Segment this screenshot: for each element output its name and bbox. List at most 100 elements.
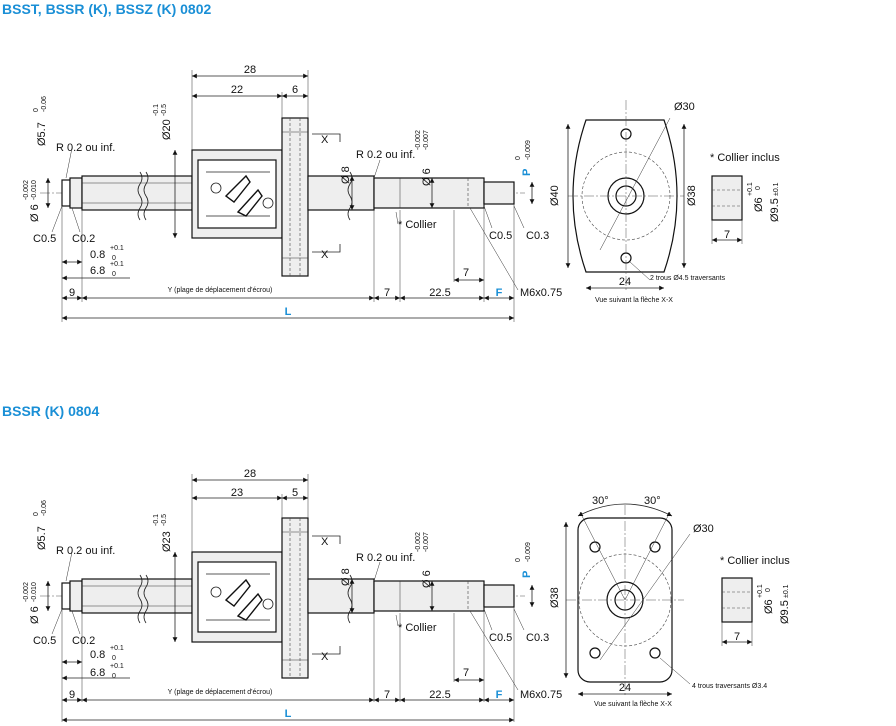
svg-text:* Collier inclus: * Collier inclus (720, 555, 790, 567)
svg-text:Ø30: Ø30 (693, 523, 714, 535)
svg-text:Y (plage de déplacement d'écro: Y (plage de déplacement d'écrou) (168, 689, 273, 696)
svg-text:-0.1: -0.1 (153, 104, 160, 116)
svg-text:R 0.2 ou inf.: R 0.2 ou inf. (356, 149, 415, 161)
svg-text:23: 23 (231, 487, 243, 499)
svg-text:Ø 6: Ø 6 (421, 168, 433, 186)
svg-text:0: 0 (755, 186, 762, 190)
svg-text:L: L (285, 708, 292, 720)
svg-text:0: 0 (112, 655, 116, 662)
svg-text:7: 7 (463, 667, 469, 679)
section-0804-flange-view: Ø30 Ø38 24 4 trous traversants Ø3.4 Vue … (549, 495, 767, 708)
section-0802-collar: * Collier inclus Ø6 +0.1 0 Ø9.5 ±0.1 7 (710, 152, 781, 244)
svg-text:C0.2: C0.2 (72, 233, 95, 245)
svg-text:7: 7 (384, 287, 390, 299)
svg-text:-0.002: -0.002 (415, 130, 422, 150)
svg-text:Ø5.7: Ø5.7 (36, 526, 48, 550)
svg-text:P: P (521, 169, 533, 176)
section-0802-side-view (40, 70, 535, 322)
svg-text:6.8: 6.8 (90, 667, 105, 679)
svg-text:Ø5.7: Ø5.7 (36, 122, 48, 146)
svg-text:Ø30: Ø30 (674, 101, 695, 113)
svg-text:0.8: 0.8 (90, 649, 105, 661)
svg-text:-0.010: -0.010 (31, 582, 38, 602)
svg-text:Ø 8: Ø 8 (340, 166, 352, 184)
svg-text:C0.3: C0.3 (526, 230, 549, 242)
svg-text:0: 0 (112, 271, 116, 278)
svg-text:Ø23: Ø23 (161, 531, 173, 552)
svg-text:-0.010: -0.010 (31, 180, 38, 200)
svg-text:* Collier: * Collier (398, 219, 437, 231)
svg-text:-0.06: -0.06 (41, 500, 48, 516)
svg-text:Ø 8: Ø 8 (340, 568, 352, 586)
svg-text:Ø38: Ø38 (549, 587, 561, 608)
svg-text:+0.1: +0.1 (747, 182, 754, 196)
svg-text:+0.1: +0.1 (110, 245, 124, 252)
svg-text:C0.5: C0.5 (33, 233, 56, 245)
svg-text:X: X (321, 536, 329, 548)
svg-text:30°: 30° (592, 495, 609, 507)
svg-text:R 0.2 ou inf.: R 0.2 ou inf. (56, 142, 115, 154)
svg-text:22.5: 22.5 (429, 287, 450, 299)
svg-text:0.8: 0.8 (90, 249, 105, 261)
svg-text:Ø 6: Ø 6 (29, 204, 41, 222)
section-0802-labels: 28 22 6 Ø20 -0.1 -0.5 Ø5.7 0 -0.06 Ø 6 -… (23, 64, 562, 318)
svg-text:0: 0 (765, 588, 772, 592)
svg-text:28: 28 (244, 468, 256, 480)
svg-text:Ø 6: Ø 6 (421, 570, 433, 588)
svg-text:Ø 6: Ø 6 (29, 606, 41, 624)
svg-text:Ø6: Ø6 (763, 599, 775, 614)
svg-text:+0.1: +0.1 (110, 663, 124, 670)
svg-text:* Collier: * Collier (398, 622, 437, 634)
svg-text:Ø9.5: Ø9.5 (769, 198, 781, 222)
svg-text:-0.5: -0.5 (161, 104, 168, 116)
svg-text:M6x0.75: M6x0.75 (520, 287, 562, 299)
svg-text:Ø40: Ø40 (549, 185, 561, 206)
svg-text:28: 28 (244, 64, 256, 76)
svg-text:P: P (521, 571, 533, 578)
svg-text:C0.5: C0.5 (489, 230, 512, 242)
svg-text:-0.06: -0.06 (41, 96, 48, 112)
svg-text:6.8: 6.8 (90, 265, 105, 277)
svg-text:-0.007: -0.007 (423, 532, 430, 552)
svg-text:R 0.2 ou inf.: R 0.2 ou inf. (56, 545, 115, 557)
svg-text:7: 7 (384, 689, 390, 701)
svg-text:C0.3: C0.3 (526, 632, 549, 644)
svg-text:7: 7 (724, 229, 730, 241)
svg-text:30°: 30° (644, 495, 661, 507)
svg-text:5: 5 (292, 487, 298, 499)
svg-text:X: X (321, 249, 329, 261)
section-title-0804: BSSR (K) 0804 (2, 403, 100, 419)
svg-text:2 trous Ø4.5 traversants: 2 trous Ø4.5 traversants (650, 275, 726, 282)
svg-text:F: F (496, 287, 503, 299)
svg-text:-0.5: -0.5 (161, 514, 168, 526)
svg-text:-0.007: -0.007 (423, 130, 430, 150)
section-0804-collar: * Collier inclus Ø6 +0.1 0 Ø9.5 ±0.1 7 (720, 555, 791, 646)
svg-text:9: 9 (69, 689, 75, 701)
svg-text:Vue suivant la flèche X-X: Vue suivant la flèche X-X (595, 297, 673, 304)
svg-text:0: 0 (33, 512, 40, 516)
svg-text:-0.002: -0.002 (23, 180, 30, 200)
svg-text:-0.1: -0.1 (153, 514, 160, 526)
svg-text:-0.002: -0.002 (415, 532, 422, 552)
svg-text:Y (plage de déplacement d'écro: Y (plage de déplacement d'écrou) (168, 287, 273, 294)
svg-text:+0.1: +0.1 (757, 584, 764, 598)
svg-text:24: 24 (619, 276, 631, 288)
svg-text:Ø20: Ø20 (161, 119, 173, 140)
section-title-0802: BSST, BSSR (K), BSSZ (K) 0802 (2, 1, 212, 17)
section-0804-labels: 28 23 5 Ø23 -0.1 -0.5 Ø5.7 0 -0.06 Ø 6 -… (23, 468, 562, 720)
svg-text:22.5: 22.5 (429, 689, 450, 701)
svg-text:22: 22 (231, 84, 243, 96)
svg-text:4 trous traversants Ø3.4: 4 trous traversants Ø3.4 (692, 683, 767, 690)
svg-text:±0.1: ±0.1 (773, 182, 780, 196)
svg-text:C0.5: C0.5 (33, 635, 56, 647)
svg-text:+0.1: +0.1 (110, 261, 124, 268)
svg-text:L: L (285, 306, 292, 318)
section-0802-flange-view: Ø30 Ø40 Ø38 24 2 trous Ø4.5 traversants … (549, 100, 726, 304)
svg-text:0: 0 (515, 558, 522, 562)
svg-text:Ø9.5: Ø9.5 (779, 600, 791, 624)
svg-text:-0.009: -0.009 (525, 140, 532, 160)
section-0804-side-view (40, 474, 535, 723)
svg-text:Ø6: Ø6 (753, 197, 765, 212)
